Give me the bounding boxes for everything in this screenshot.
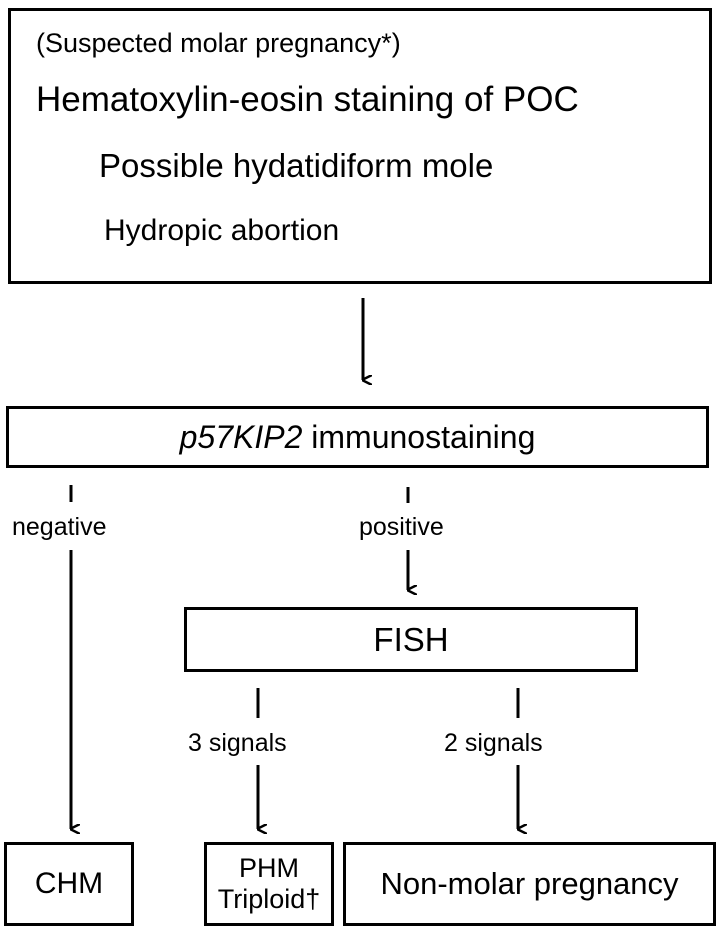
immunostaining-label: p57KIP2 immunostaining	[180, 419, 536, 456]
phm-label: PHM	[239, 852, 299, 883]
suspected-molar-pregnancy-label: (Suspected molar pregnancy*)	[36, 28, 401, 58]
negative-label: negative	[12, 513, 107, 541]
fish-label: FISH	[373, 620, 449, 658]
non-molar-pregnancy-box: Non-molar pregnancy	[343, 842, 716, 926]
two-signals-label: 2 signals	[444, 729, 543, 757]
fish-box: FISH	[184, 607, 638, 672]
triploid-label: Triploid†	[217, 884, 321, 914]
p57kip2-gene-label: p57KIP2	[179, 418, 303, 455]
suspected-molar-pregnancy-box: (Suspected molar pregnancy*) Hematoxylin…	[8, 8, 712, 284]
phm-triploid-box: PHM Triploid†	[204, 842, 334, 926]
possible-hydatidiform-mole-label: Possible hydatidiform mole	[99, 147, 494, 184]
chm-label: CHM	[34, 867, 104, 900]
non-molar-pregnancy-label: Non-molar pregnancy	[380, 866, 679, 901]
hydropic-abortion-label: Hydropic abortion	[104, 214, 340, 247]
chm-box: CHM	[4, 842, 134, 926]
positive-label: positive	[359, 513, 444, 541]
p57kip2-immunostaining-box: p57KIP2 immunostaining	[6, 406, 709, 468]
three-signals-label: 3 signals	[188, 729, 287, 757]
he-staining-label: Hematoxylin-eosin staining of POC	[36, 80, 579, 119]
immunostaining-text: immunostaining	[302, 418, 536, 455]
